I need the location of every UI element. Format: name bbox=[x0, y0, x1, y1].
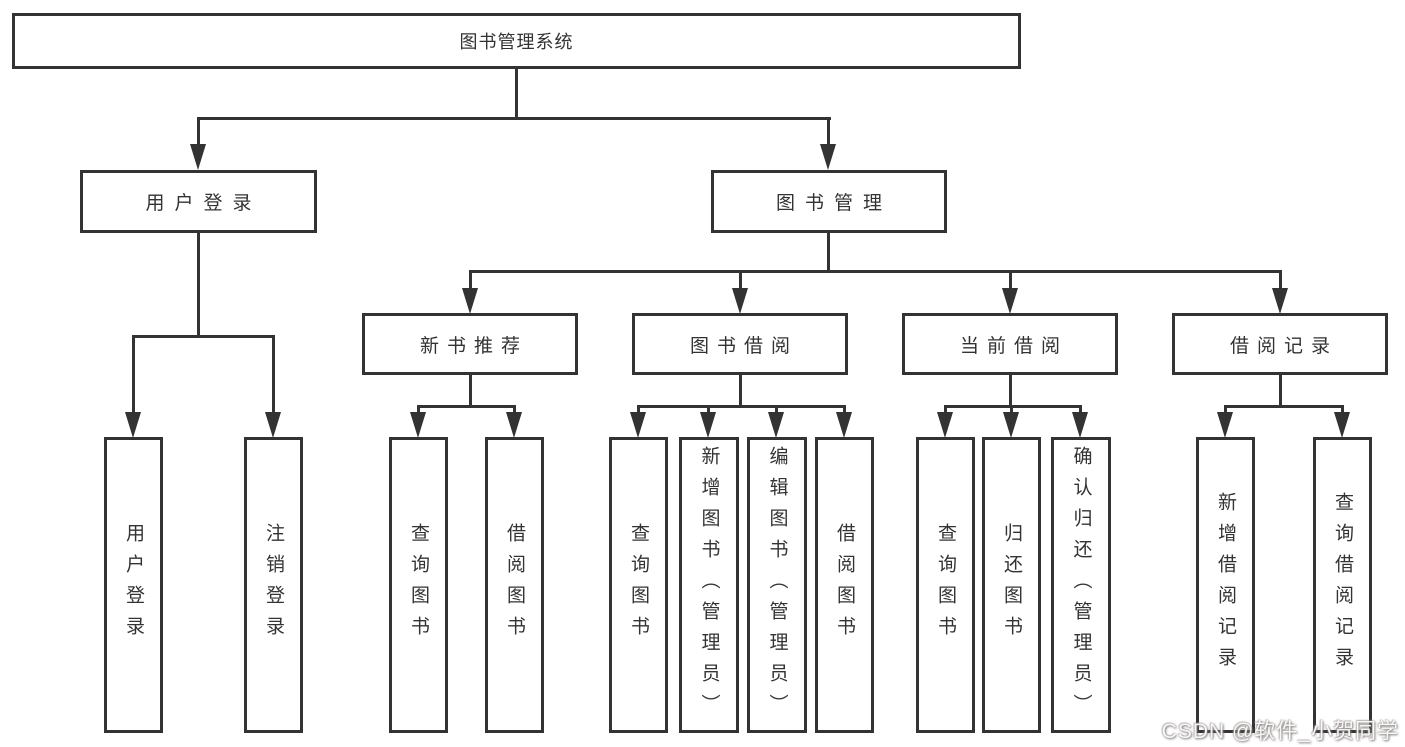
arrow-down-icon bbox=[768, 412, 784, 438]
leaf-query-books: 查询图书 bbox=[916, 437, 975, 733]
connector-stem-leaf-user-login bbox=[132, 335, 135, 415]
node-current-borrowing: 当前借阅 bbox=[902, 313, 1118, 375]
leaf-add-borrow-record: 新增借阅记录 bbox=[1196, 437, 1255, 733]
connector-stem-book-mgmt bbox=[827, 117, 830, 147]
connector-current-borrow-branch bbox=[944, 405, 1082, 408]
arrow-down-icon bbox=[190, 144, 206, 170]
leaf-query-books: 查询图书 bbox=[389, 437, 448, 733]
node-borrowing-records: 借阅记录 bbox=[1172, 313, 1388, 375]
arrow-down-icon bbox=[836, 412, 852, 438]
arrow-down-icon bbox=[1002, 288, 1018, 314]
arrow-down-icon bbox=[1217, 412, 1233, 438]
leaf-query-books: 查询图书 bbox=[609, 437, 668, 733]
connector-stem-current-borrow bbox=[1009, 270, 1012, 290]
arrow-down-icon bbox=[700, 412, 716, 438]
node-user-login: 用户登录 bbox=[80, 170, 317, 233]
connector-stem-leaf-logout bbox=[272, 335, 275, 415]
connector-user-login-stem bbox=[197, 232, 200, 337]
node-new-book-recommend: 新书推荐 bbox=[362, 313, 578, 375]
connector-user-login-branch bbox=[132, 335, 275, 338]
connector-leaf-stem bbox=[513, 405, 516, 415]
leaf-user-login: 用户登录 bbox=[104, 437, 163, 733]
leaf-confirm-return-admin: 确认归还（管理员） bbox=[1051, 437, 1111, 733]
arrow-down-icon bbox=[937, 412, 953, 438]
leaf-borrow-books: 借阅图书 bbox=[485, 437, 544, 733]
leaf-logout: 注销登录 bbox=[244, 437, 303, 733]
arrow-down-icon bbox=[630, 412, 646, 438]
connector-leaf-stem bbox=[944, 405, 947, 415]
connector-leaf-stem bbox=[775, 405, 778, 415]
connector-leaf-stem bbox=[1010, 405, 1013, 415]
connector-stem-borrow-records bbox=[1279, 270, 1282, 290]
arrow-down-icon bbox=[462, 288, 478, 314]
arrow-down-icon bbox=[125, 412, 141, 438]
leaf-return-books: 归还图书 bbox=[982, 437, 1041, 733]
leaf-borrow-books: 借阅图书 bbox=[815, 437, 874, 733]
arrow-down-icon bbox=[1003, 412, 1019, 438]
connector-book-mgmt-stem bbox=[827, 232, 830, 272]
connector-root-stem bbox=[515, 67, 518, 120]
connector-new-book-stem bbox=[469, 374, 472, 407]
connector-book-borrow-branch bbox=[637, 405, 846, 408]
node-book-borrowing: 图书借阅 bbox=[632, 313, 848, 375]
csdn-watermark: CSDN @软件_小贺同学 bbox=[1161, 720, 1399, 743]
connector-level2-branch bbox=[469, 270, 1282, 273]
connector-stem-user-login bbox=[197, 117, 200, 147]
connector-level1-branch bbox=[197, 117, 831, 120]
connector-borrow-records-stem bbox=[1279, 374, 1282, 407]
arrow-down-icon bbox=[410, 412, 426, 438]
connector-new-book-branch bbox=[417, 405, 516, 408]
connector-stem-book-borrow bbox=[739, 270, 742, 290]
connector-leaf-stem bbox=[637, 405, 640, 415]
connector-leaf-stem bbox=[1224, 405, 1227, 415]
arrow-down-icon bbox=[1272, 288, 1288, 314]
connector-current-borrow-stem bbox=[1009, 374, 1012, 407]
arrow-down-icon bbox=[820, 144, 836, 170]
arrow-down-icon bbox=[265, 412, 281, 438]
connector-book-borrow-stem bbox=[739, 374, 742, 407]
connector-leaf-stem bbox=[417, 405, 420, 415]
connector-borrow-records-branch bbox=[1224, 405, 1344, 408]
arrow-down-icon bbox=[732, 288, 748, 314]
connector-leaf-stem bbox=[1341, 405, 1344, 415]
connector-leaf-stem bbox=[843, 405, 846, 415]
connector-leaf-stem bbox=[1079, 405, 1082, 415]
node-book-management: 图书管理 bbox=[711, 170, 947, 233]
leaf-query-borrow-record: 查询借阅记录 bbox=[1313, 437, 1372, 733]
leaf-edit-books-admin: 编辑图书（管理员） bbox=[747, 437, 807, 733]
leaf-add-books-admin: 新增图书（管理员） bbox=[679, 437, 739, 733]
connector-leaf-stem bbox=[707, 405, 710, 415]
connector-stem-new-book bbox=[469, 270, 472, 290]
arrow-down-icon bbox=[1072, 412, 1088, 438]
node-library-management-system: 图书管理系统 bbox=[12, 13, 1021, 69]
arrow-down-icon bbox=[506, 412, 522, 438]
arrow-down-icon bbox=[1334, 412, 1350, 438]
